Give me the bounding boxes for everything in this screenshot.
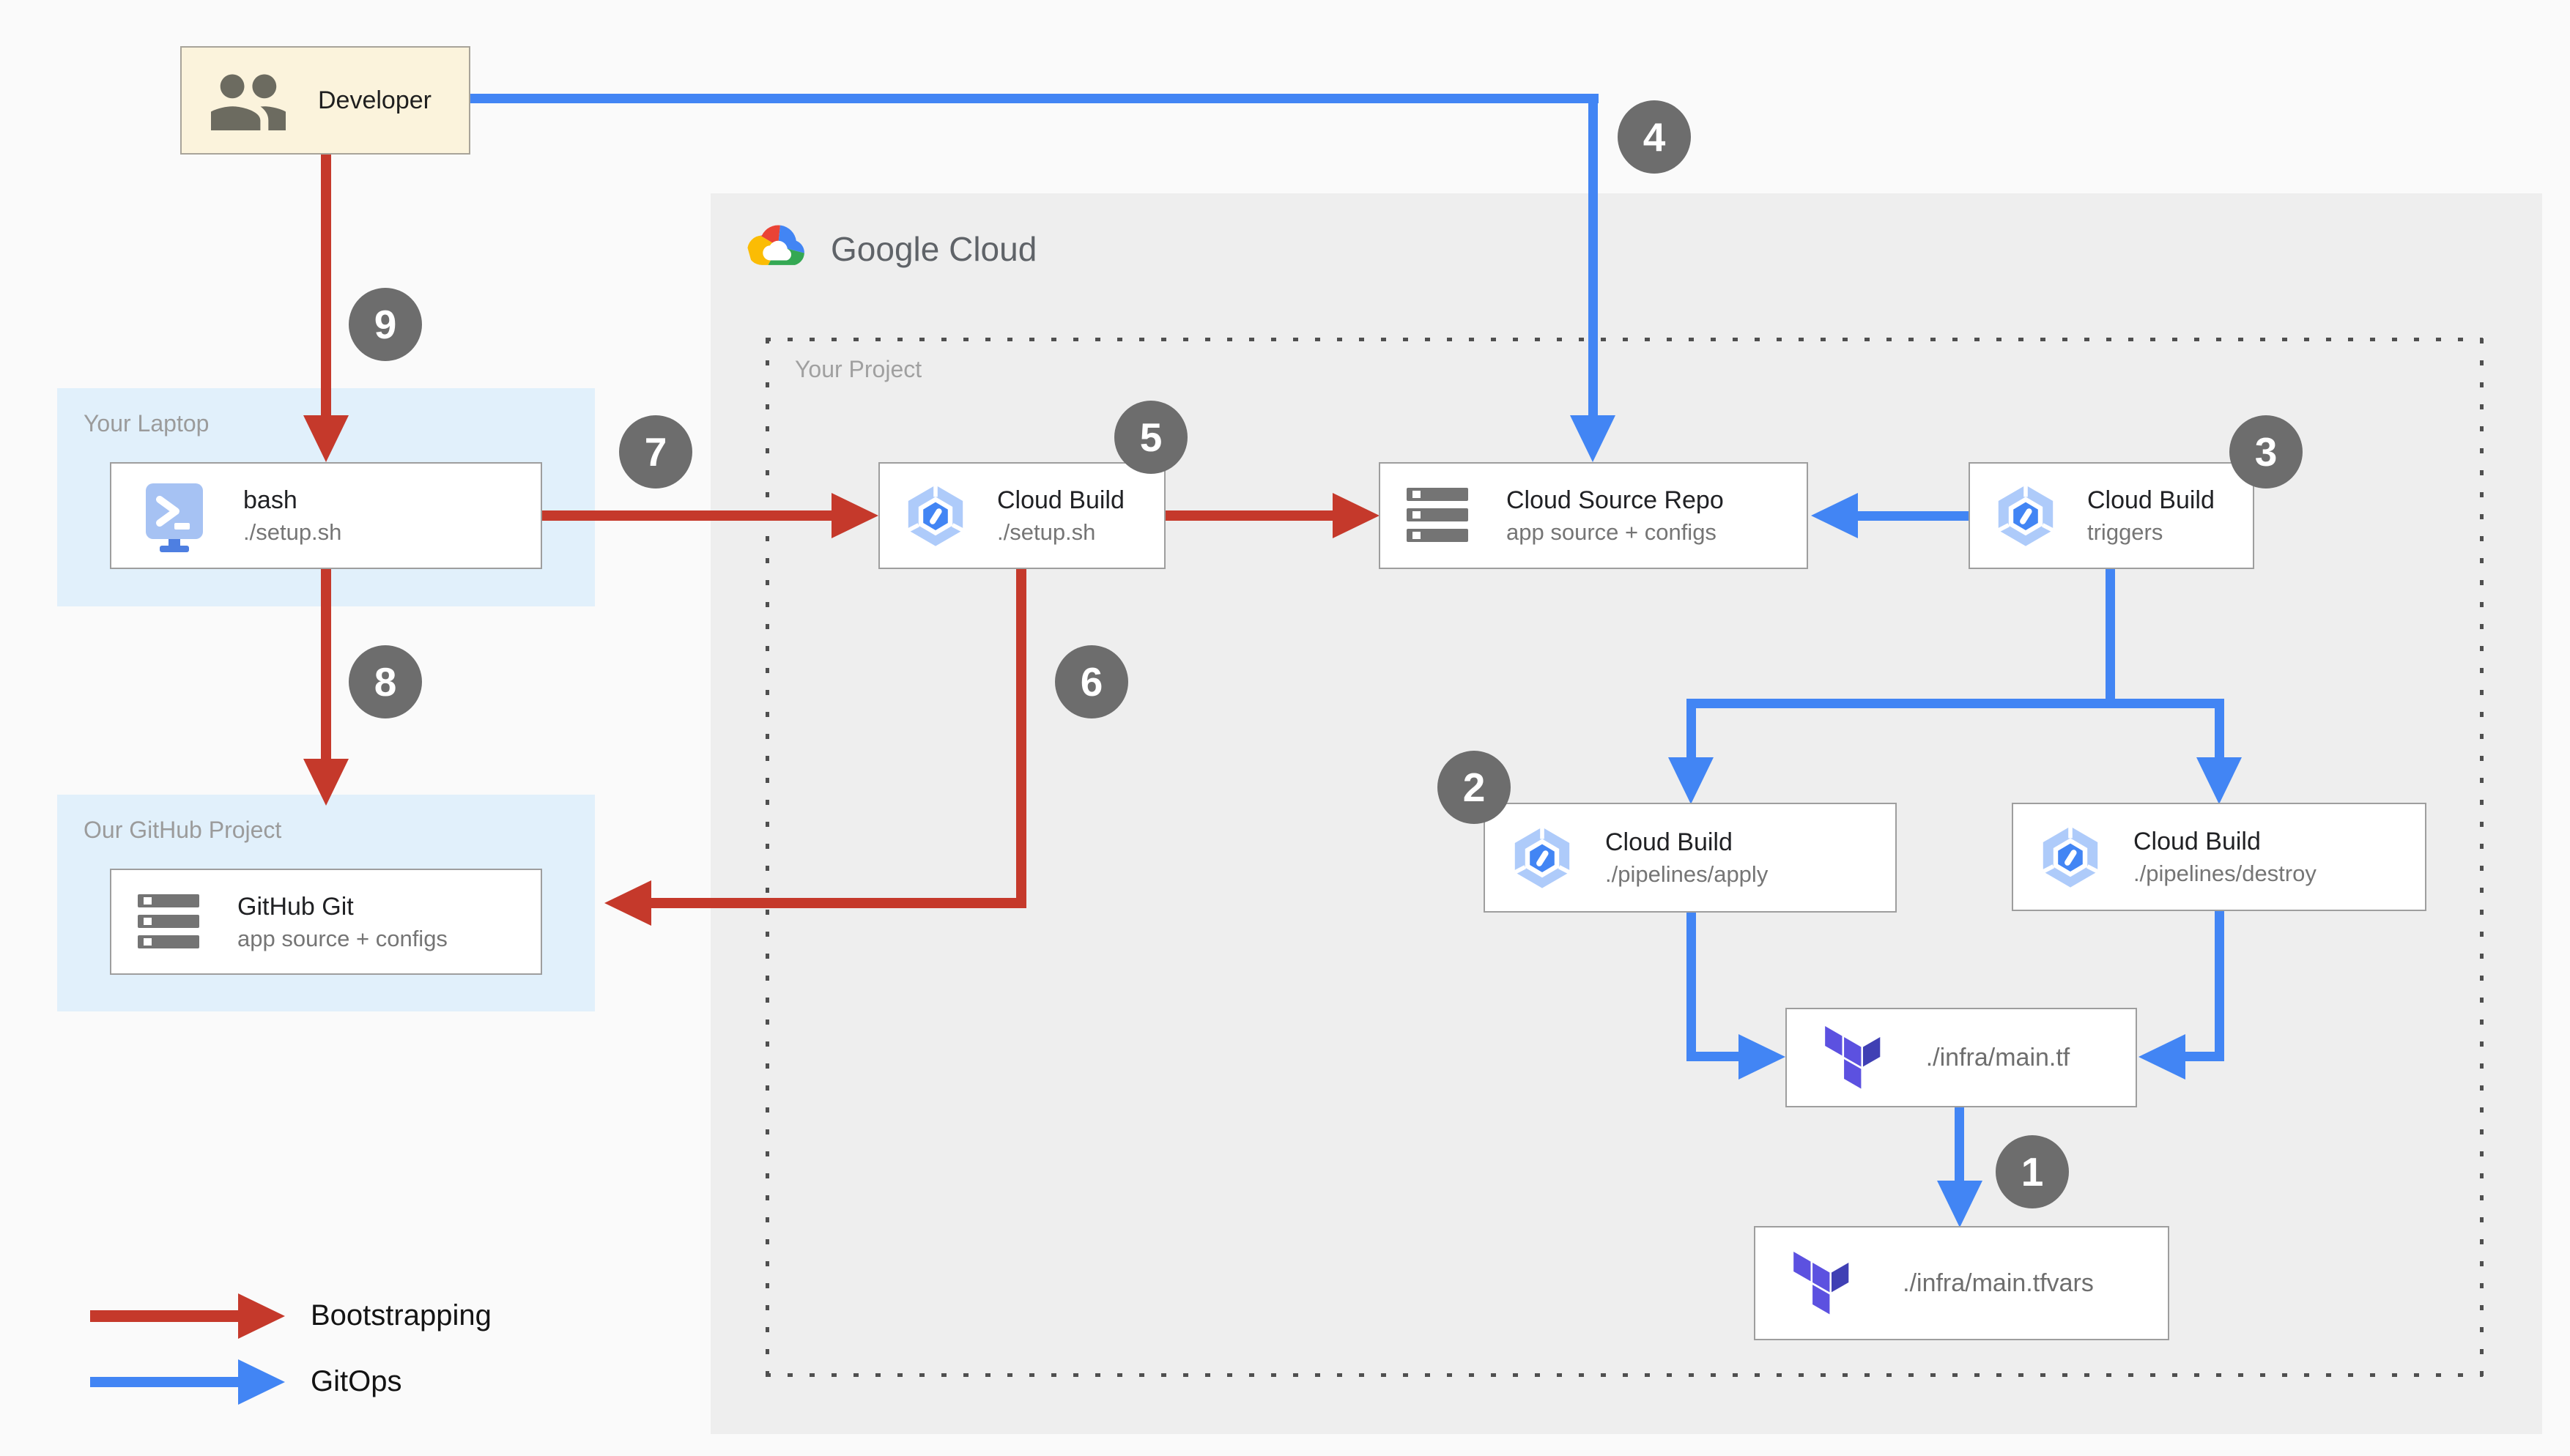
arrow-bash-to-cloudbuild-line xyxy=(542,510,835,521)
server-stack-icon xyxy=(1407,488,1474,543)
step-badge-2: 2 xyxy=(1437,751,1511,824)
cloud-build-icon xyxy=(1507,822,1577,893)
arrow-triggers-to-repo-head xyxy=(1811,493,1858,538)
your-project-border-bottom xyxy=(766,1373,2483,1377)
node-main-tfvars: ./infra/main.tfvars xyxy=(1754,1226,2169,1340)
arrow-bash-to-github-head xyxy=(303,759,349,806)
node-subtitle: ./setup.sh xyxy=(243,519,342,545)
arrow-maintf-to-tfvars-head xyxy=(1937,1181,1982,1227)
node-subtitle: ./pipelines/destroy xyxy=(2133,861,2317,886)
your-project-border-top xyxy=(766,338,2483,341)
arrow-setup-to-github-hline xyxy=(649,898,1026,908)
step-badge-1: 1 xyxy=(1996,1135,2069,1208)
step-badge-8: 8 xyxy=(349,645,422,718)
node-main-tf: ./infra/main.tf xyxy=(1785,1008,2137,1107)
cloud-build-icon xyxy=(1991,480,2061,551)
node-cloud-build-destroy: Cloud Build ./pipelines/destroy xyxy=(2012,803,2426,911)
your-laptop-label: Your Laptop xyxy=(84,410,210,437)
arrow-setup-to-github-head xyxy=(604,880,651,926)
node-developer: Developer xyxy=(180,46,470,155)
arrow-dev-to-repo-vline xyxy=(1588,94,1598,418)
arrow-bash-to-cloudbuild-head xyxy=(832,493,878,538)
step-badge-4: 4 xyxy=(1618,100,1691,174)
node-title: bash xyxy=(243,486,297,514)
node-subtitle: triggers xyxy=(2087,519,2163,545)
node-label: ./infra/main.tf xyxy=(1925,1043,2070,1071)
cloud-build-icon xyxy=(900,480,971,551)
google-cloud-icon xyxy=(744,220,812,278)
terraform-icon xyxy=(1825,1026,1881,1089)
node-title: GitHub Git xyxy=(237,892,354,921)
arrow-setup-to-github-vline xyxy=(1016,569,1026,908)
node-subtitle: app source + configs xyxy=(237,925,448,951)
arrow-triggers-to-repo-line xyxy=(1856,511,1969,521)
arrow-dev-to-repo-hline xyxy=(470,94,1599,103)
node-subtitle: ./setup.sh xyxy=(997,519,1096,545)
node-label: ./infra/main.tfvars xyxy=(1903,1269,2094,1297)
node-title: Cloud Build xyxy=(997,486,1125,514)
step-badge-7: 7 xyxy=(619,415,692,489)
arrow-apply-to-maintf-hline xyxy=(1686,1052,1738,1061)
triggers-split-left-line xyxy=(1686,699,1696,760)
legend-bootstrapping-arrowhead xyxy=(238,1293,285,1339)
step-badge-3: 3 xyxy=(2229,415,2303,489)
people-icon xyxy=(211,70,286,130)
your-project-border-left xyxy=(766,338,769,1376)
node-cloud-source-repo: Cloud Source Repo app source + configs xyxy=(1379,462,1808,569)
arrow-to-apply-head xyxy=(1668,757,1714,804)
legend-gitops-arrowhead xyxy=(238,1359,285,1405)
server-stack-icon xyxy=(138,894,205,950)
arrow-apply-to-maintf-vline xyxy=(1686,913,1696,1057)
cloud-build-icon xyxy=(2035,822,2106,892)
legend-gitops-label: GitOps xyxy=(311,1365,402,1397)
node-cloud-build-apply: Cloud Build ./pipelines/apply xyxy=(1484,803,1897,913)
github-project-label: Our GitHub Project xyxy=(84,817,282,843)
node-subtitle: ./pipelines/apply xyxy=(1605,861,1769,887)
arrow-dev-to-laptop-line xyxy=(321,155,331,418)
node-bash: bash ./setup.sh xyxy=(110,462,542,569)
google-cloud-logo: Google Cloud xyxy=(744,220,1037,278)
arrow-destroy-to-maintf-vline xyxy=(2215,911,2224,1057)
node-subtitle: app source + configs xyxy=(1506,519,1717,545)
arrow-dev-to-laptop-head xyxy=(303,415,349,462)
arrow-destroy-to-maintf-hline xyxy=(2185,1052,2224,1061)
arrow-bash-to-github-line xyxy=(321,569,331,762)
node-title: Cloud Source Repo xyxy=(1506,486,1724,514)
arrow-dev-to-repo-head xyxy=(1570,415,1615,462)
google-cloud-logo-text: Google Cloud xyxy=(831,230,1037,268)
triggers-split-stem xyxy=(2106,569,2115,704)
node-cloud-build-triggers: Cloud Build triggers xyxy=(1969,462,2254,569)
your-project-label: Your Project xyxy=(795,356,922,382)
step-badge-9: 9 xyxy=(349,288,422,361)
node-title: Cloud Build xyxy=(2133,828,2261,855)
triggers-split-right-line xyxy=(2215,699,2224,760)
legend-bootstrapping-label: Bootstrapping xyxy=(311,1299,492,1331)
arrow-maintf-to-tfvars-line xyxy=(1955,1107,1964,1184)
step-badge-6: 6 xyxy=(1055,645,1128,718)
legend-bootstrapping-line xyxy=(90,1310,240,1322)
triggers-split-bar xyxy=(1686,699,2224,708)
node-cloud-build-setup: Cloud Build ./setup.sh xyxy=(878,462,1166,569)
node-title: Cloud Build xyxy=(2087,486,2215,514)
arrow-cloudbuild-to-repo-line xyxy=(1166,510,1336,521)
legend-gitops-line xyxy=(90,1377,240,1387)
node-title: Developer xyxy=(318,86,432,114)
arrow-cloudbuild-to-repo-head xyxy=(1333,493,1380,538)
node-title: Cloud Build xyxy=(1605,828,1733,856)
arrow-destroy-to-maintf-head xyxy=(2138,1034,2185,1080)
arrow-apply-to-maintf-head xyxy=(1738,1034,1785,1080)
terraform-icon xyxy=(1793,1252,1849,1315)
step-badge-5: 5 xyxy=(1114,401,1188,474)
arrow-to-destroy-head xyxy=(2196,757,2242,804)
your-project-border-right xyxy=(2480,338,2484,1376)
terminal-icon xyxy=(138,479,211,552)
node-github-git: GitHub Git app source + configs xyxy=(110,869,542,975)
